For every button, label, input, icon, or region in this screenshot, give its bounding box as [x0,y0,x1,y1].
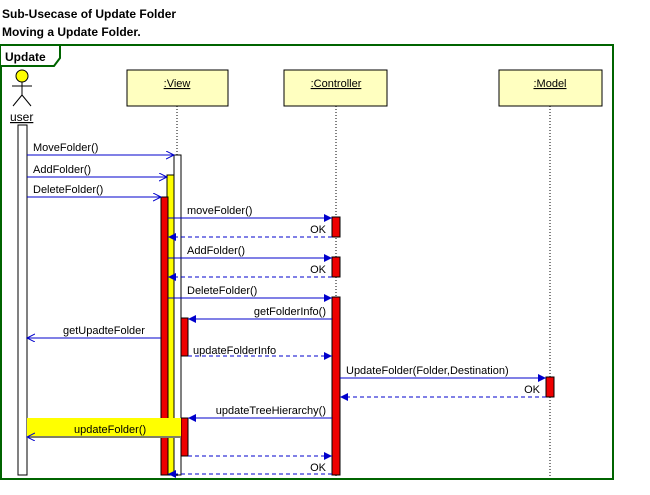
message-update-folder-user[interactable]: updateFolder() [27,424,181,437]
message-label: OK [310,224,327,236]
lifeline-controller-label: :Controller [311,78,362,90]
message-label: AddFolder() [33,164,91,176]
message-move-folder-view[interactable]: MoveFolder() [27,142,174,155]
frame-border [0,44,614,480]
message-ok-model[interactable]: OK [340,384,546,401]
controller-activation-2 [331,256,341,278]
view-activation-red-3 [180,417,189,457]
message-get-update-folder[interactable]: getUpadteFolder [27,325,161,338]
controller-activation-1 [331,216,341,238]
message-delete-folder-view[interactable]: DeleteFolder() [27,184,161,197]
actor-label: user [10,110,33,124]
diagram-subtitle: Moving a Update Folder. [2,25,141,39]
message-label: getFolderInfo() [254,306,326,318]
message-label: DeleteFolder() [33,184,103,196]
message-label: DeleteFolder() [187,285,257,297]
message-get-folder-info[interactable]: getFolderInfo() [188,306,332,323]
controller-activation-3 [331,296,341,476]
actor-activation [17,124,28,476]
message-add-folder-controller[interactable]: AddFolder() [168,245,332,262]
message-label: MoveFolder() [33,142,98,154]
lifeline-model-box[interactable] [498,69,603,107]
message-add-folder-view[interactable]: AddFolder() [27,164,167,177]
message-update-tree-hierarchy[interactable]: updateTreeHierarchy() [188,405,332,422]
message-label: moveFolder() [187,205,252,217]
message-label: updateFolder() [74,424,146,436]
update-folder-highlight [27,418,181,438]
lifeline-controller-box[interactable] [283,69,388,107]
diagram-title: Sub-Usecase of Update Folder [2,7,177,21]
view-activation-red-2 [180,317,189,357]
message-delete-folder-controller[interactable]: DeleteFolder() [168,285,332,302]
message-label: AddFolder() [187,245,245,257]
message-ok-final[interactable]: OK [168,462,332,478]
message-label: getUpadteFolder [63,325,145,337]
lifeline-model-label: :Model [533,78,566,90]
message-move-folder-controller[interactable]: moveFolder() [168,205,332,222]
message-label: OK [310,264,327,276]
lifeline-view-label: :View [164,78,191,90]
message-ok-1[interactable]: OK [168,224,332,241]
view-activation-red [160,196,169,476]
frame-label-tab [1,44,61,67]
message-ok-2[interactable]: OK [168,264,332,281]
stick-figure-icon [12,69,32,107]
message-label: OK [310,462,327,474]
message-update-folder-model[interactable]: UpdateFolder(Folder,Destination) [340,365,546,382]
message-label: UpdateFolder(Folder,Destination) [346,365,509,377]
model-activation [545,376,555,398]
message-label: updateFolderInfo [193,345,276,357]
frame-label: Update [5,50,46,64]
message-label: OK [524,384,541,396]
message-label: updateTreeHierarchy() [216,405,326,417]
message-update-folder-info[interactable]: updateFolderInfo [188,345,332,360]
